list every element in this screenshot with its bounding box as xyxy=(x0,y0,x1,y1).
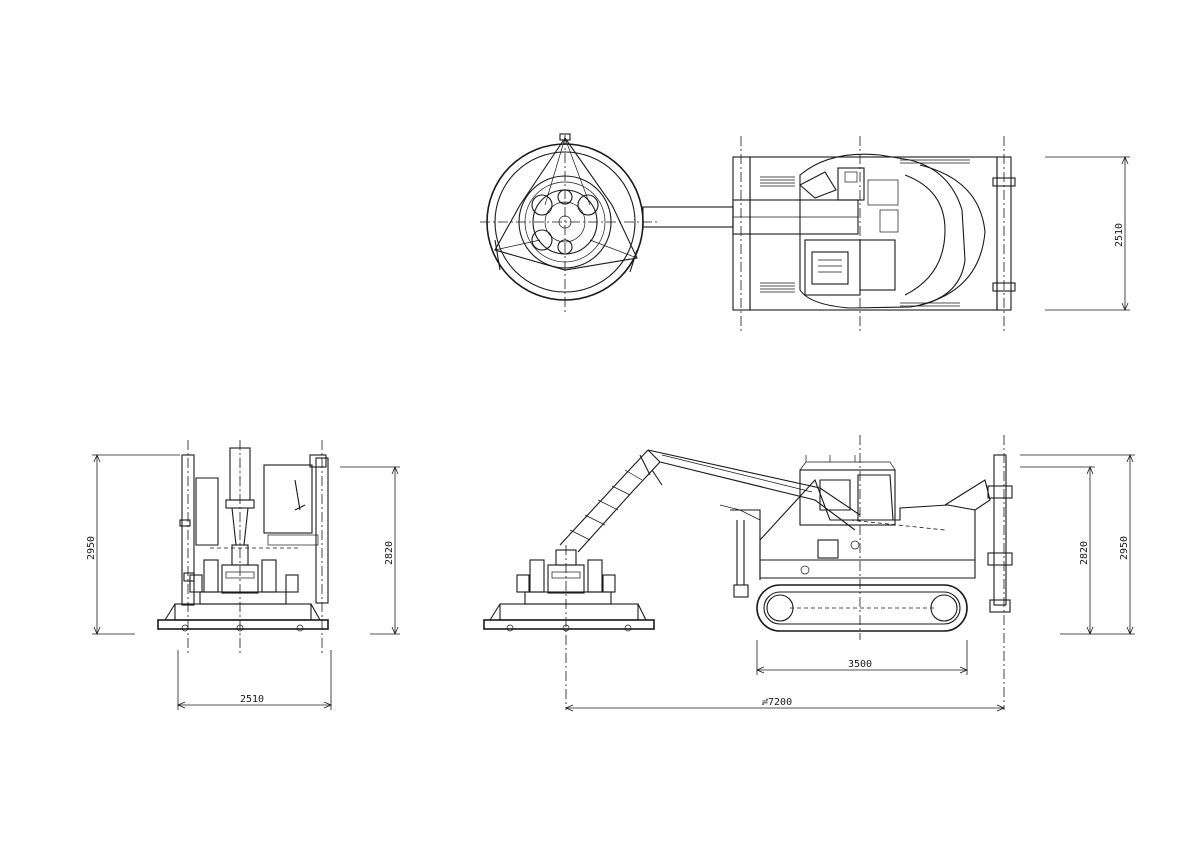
end-drive-column xyxy=(189,447,299,594)
side-boom xyxy=(559,449,861,553)
end-width-dimension: 2510 xyxy=(176,650,333,710)
end-height-right-label: 2820 xyxy=(384,541,395,565)
side-overall-dimension: ≓7200 xyxy=(564,697,1006,712)
side-height-outer-label: 2950 xyxy=(1119,536,1130,560)
side-upper xyxy=(719,455,991,598)
side-track-dimension: 3500 xyxy=(755,640,969,675)
plan-view: 2510 xyxy=(480,133,1130,332)
end-cab xyxy=(195,464,319,549)
end-width-label: 2510 xyxy=(240,694,264,705)
end-base xyxy=(157,591,329,632)
end-height-right-dimension: 2820 xyxy=(340,465,400,636)
end-height-left-label: 2950 xyxy=(86,536,97,560)
end-view: 2510 2950 2820 xyxy=(86,440,400,710)
side-track-label: 3500 xyxy=(848,659,872,670)
side-centerlines xyxy=(565,435,1005,710)
plan-centerlines xyxy=(480,135,1005,332)
side-height-dimensions: 2820 2950 xyxy=(1020,453,1135,636)
side-rear-mast xyxy=(987,454,1013,613)
side-tracks xyxy=(756,584,968,632)
plan-carrier xyxy=(732,153,1016,311)
end-height-left-dimension: 2950 xyxy=(86,453,180,636)
side-height-inner-label: 2820 xyxy=(1079,541,1090,565)
plan-width-label: 2510 xyxy=(1114,223,1125,247)
plan-width-dimension: 2510 xyxy=(1045,155,1130,312)
side-view: 3500 ≓7200 2820 2950 xyxy=(483,435,1135,712)
side-head-base xyxy=(483,549,655,632)
side-overall-label: ≓7200 xyxy=(762,697,792,708)
end-centerlines xyxy=(187,440,323,655)
